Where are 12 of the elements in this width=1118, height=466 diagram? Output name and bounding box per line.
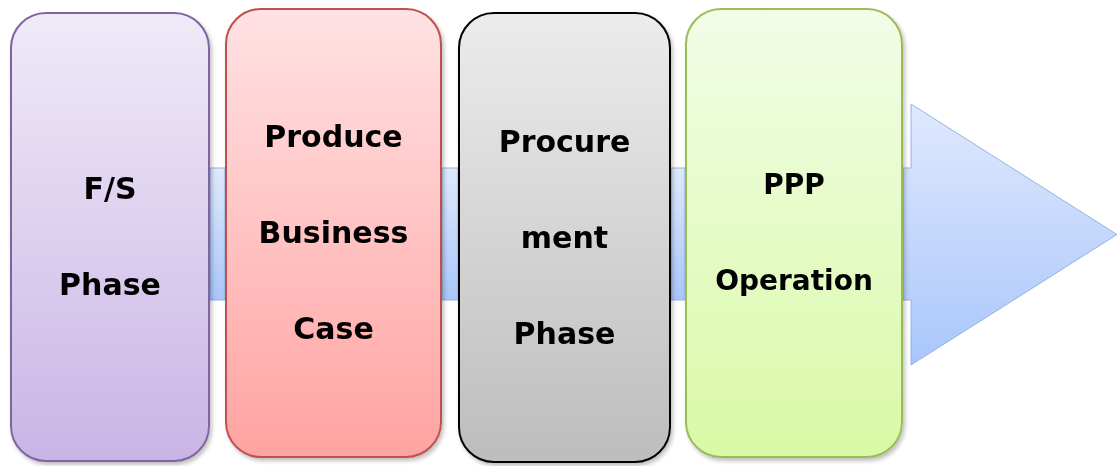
phase-label: PPP Operation bbox=[714, 167, 874, 299]
process-band bbox=[209, 167, 226, 301]
phase-label: Procure ment Phase bbox=[497, 122, 632, 353]
process-band bbox=[670, 167, 686, 301]
process-arrow bbox=[902, 103, 1118, 366]
phase-box bbox=[685, 8, 903, 458]
phase-box bbox=[458, 12, 671, 463]
phase-label: Produce Business Case bbox=[257, 118, 410, 348]
phase-box bbox=[10, 12, 210, 462]
phase-box bbox=[225, 8, 442, 458]
phase-label: F/S Phase bbox=[58, 170, 162, 304]
process-band bbox=[441, 167, 459, 301]
